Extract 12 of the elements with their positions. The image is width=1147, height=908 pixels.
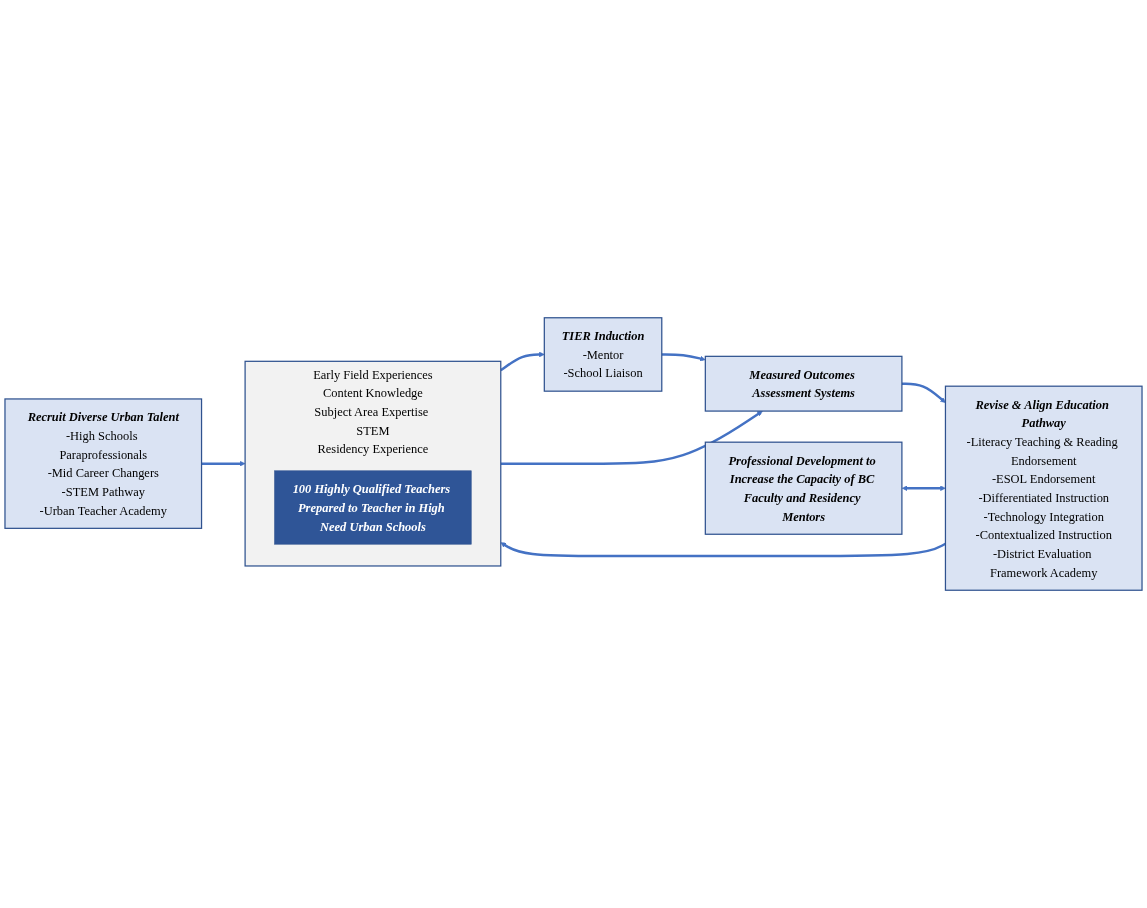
- node-box: TIER Induction -Mentor -School Liaison: [543, 317, 663, 392]
- arrow: [661, 353, 706, 362]
- node-box: Measured Outcomes Assessment Systems: [704, 355, 903, 412]
- arrow: [901, 382, 946, 403]
- node-box: 100 Highly Qualified Teachers Prepared to Teacher in High Need Urban Schools: [274, 470, 472, 545]
- arrow: [201, 460, 246, 467]
- arrow: [500, 410, 763, 465]
- node-box: Revise & Align Education Pathway -Literacy Teaching & Reading Endorsement -ESOL Endorsement -Differentiated Instruction -Technology Integration -Contextualized Instruction -District Evaluation Framework Academy: [944, 385, 1143, 591]
- arrow: [500, 351, 545, 372]
- node-box: Recruit Diverse Urban Talent -High Schools Paraprofessionals -Mid Career Changers -STEM Pathway -Urban Teacher Academy: [4, 398, 203, 529]
- arrow: [901, 485, 946, 491]
- node-box: Professional Development to Increase the Capacity of BC Faculty and Residency Mentors: [704, 441, 903, 535]
